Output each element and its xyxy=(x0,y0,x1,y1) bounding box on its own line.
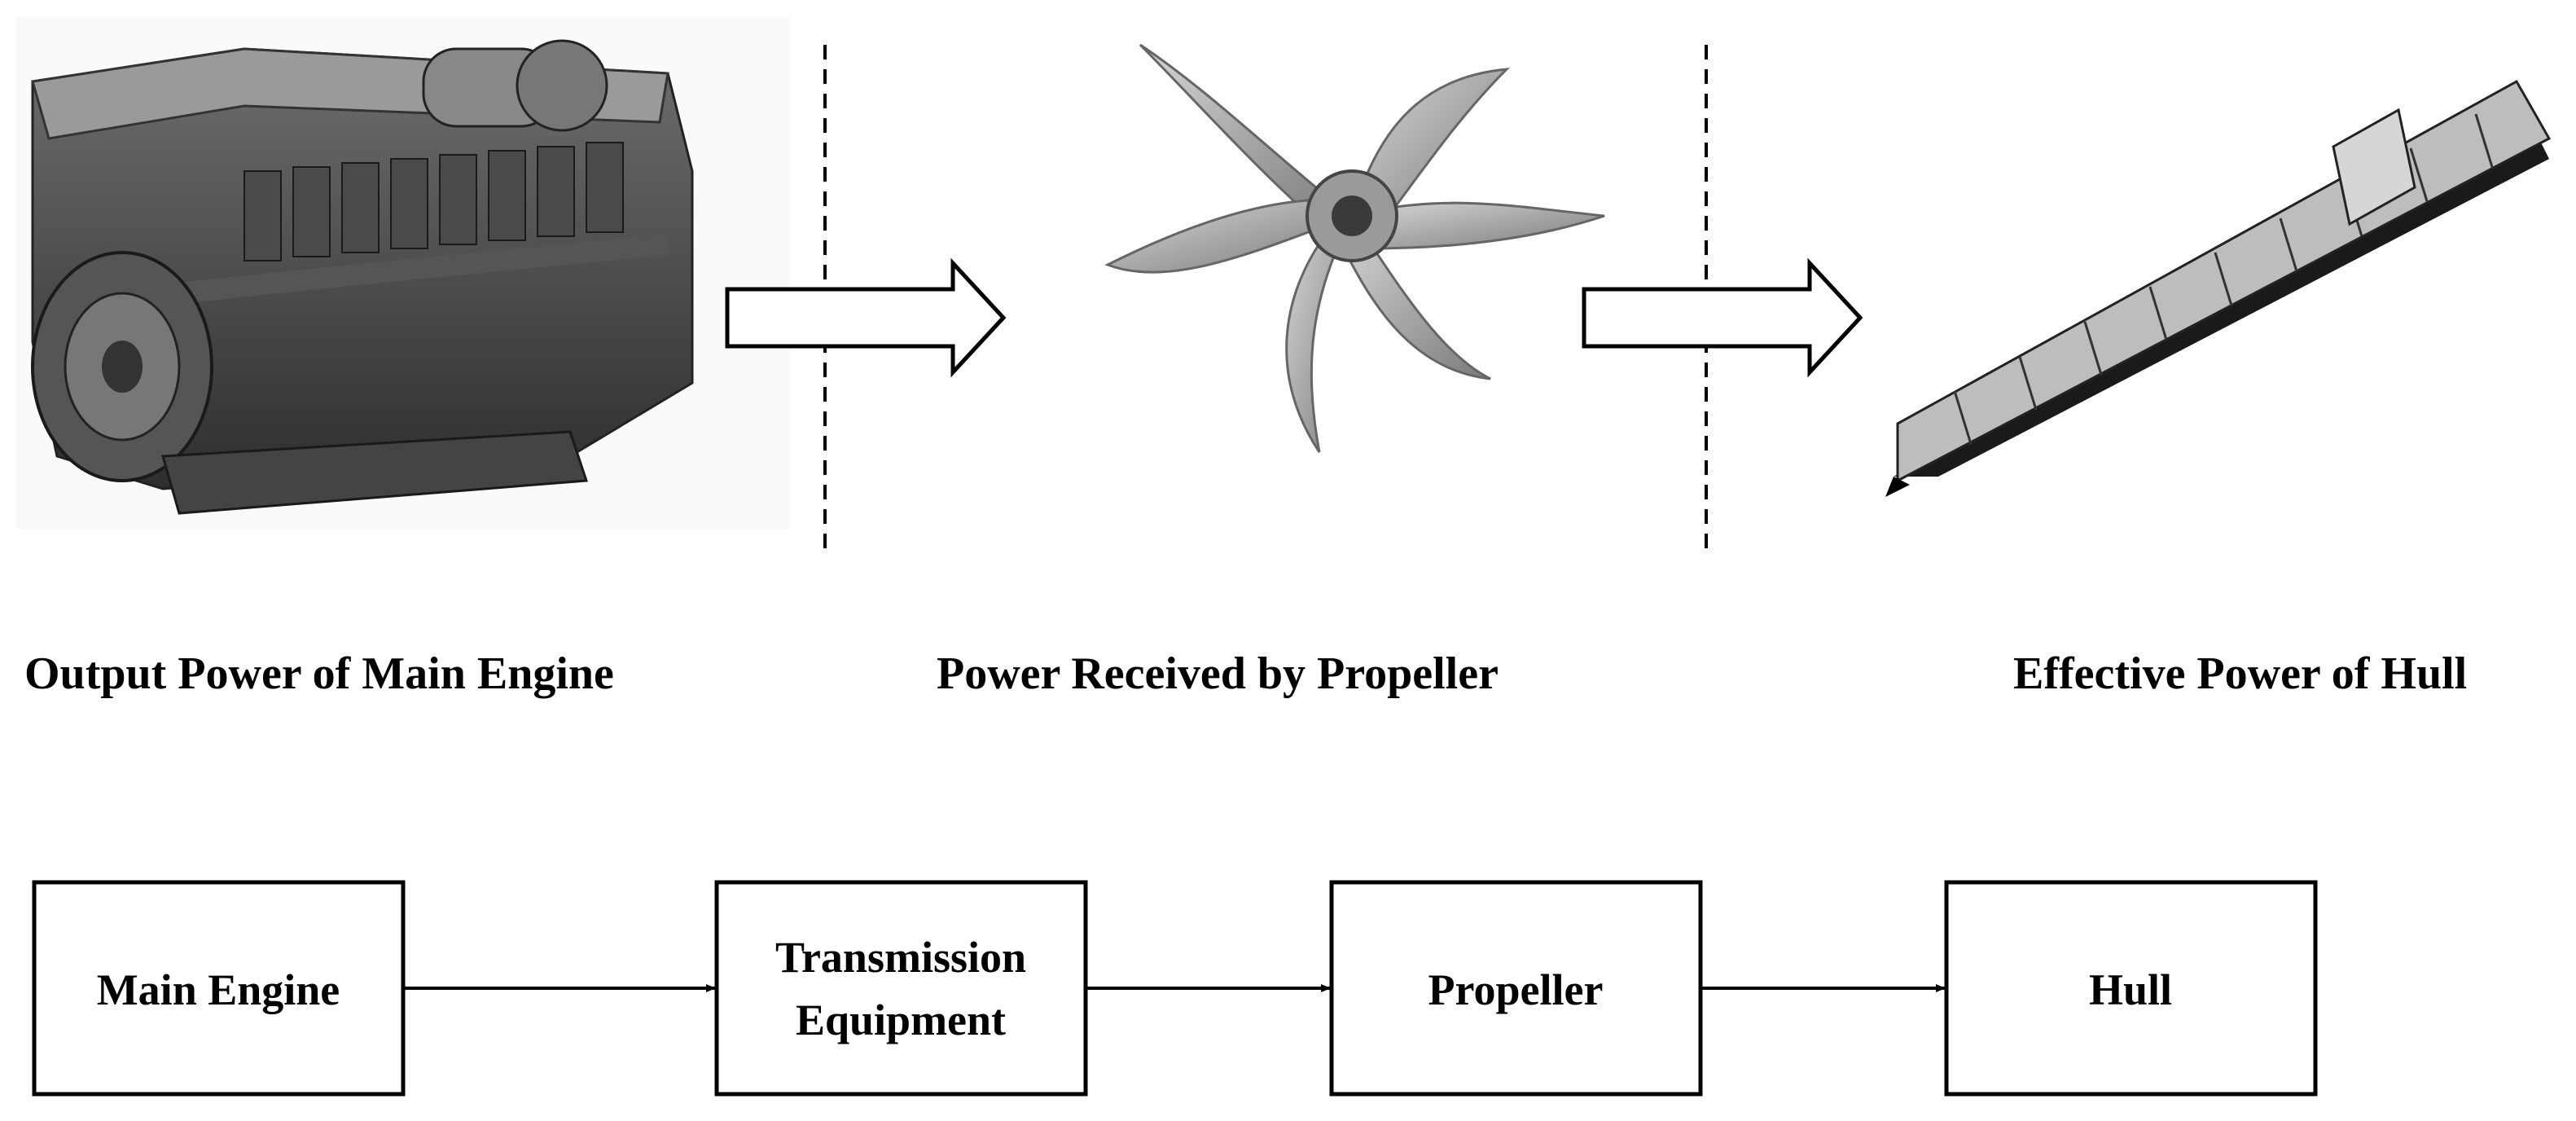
label-transmission: Transmission xyxy=(775,933,1026,982)
box-hull xyxy=(1944,880,2318,1097)
power-flow-arrow-1 xyxy=(725,257,1007,378)
caption-propeller-power: Power Received by Propeller xyxy=(937,648,1499,699)
power-flow-arrow-2 xyxy=(1582,257,1863,378)
label-propeller: Propeller xyxy=(1428,965,1604,1014)
caption-hull-power: Effective Power of Hull xyxy=(2013,648,2467,699)
label-hull: Hull xyxy=(2089,965,2172,1014)
label-main-engine: Main Engine xyxy=(97,965,340,1014)
caption-main-engine-power: Output Power of Main Engine xyxy=(24,648,614,699)
container-ship-illustration xyxy=(1885,79,2552,497)
box-main-engine xyxy=(32,880,406,1097)
label-equipment: Equipment xyxy=(796,996,1006,1044)
box-transmission-equipment xyxy=(714,880,1088,1097)
engine-illustration xyxy=(16,16,790,530)
propeller-illustration xyxy=(1104,43,1605,453)
